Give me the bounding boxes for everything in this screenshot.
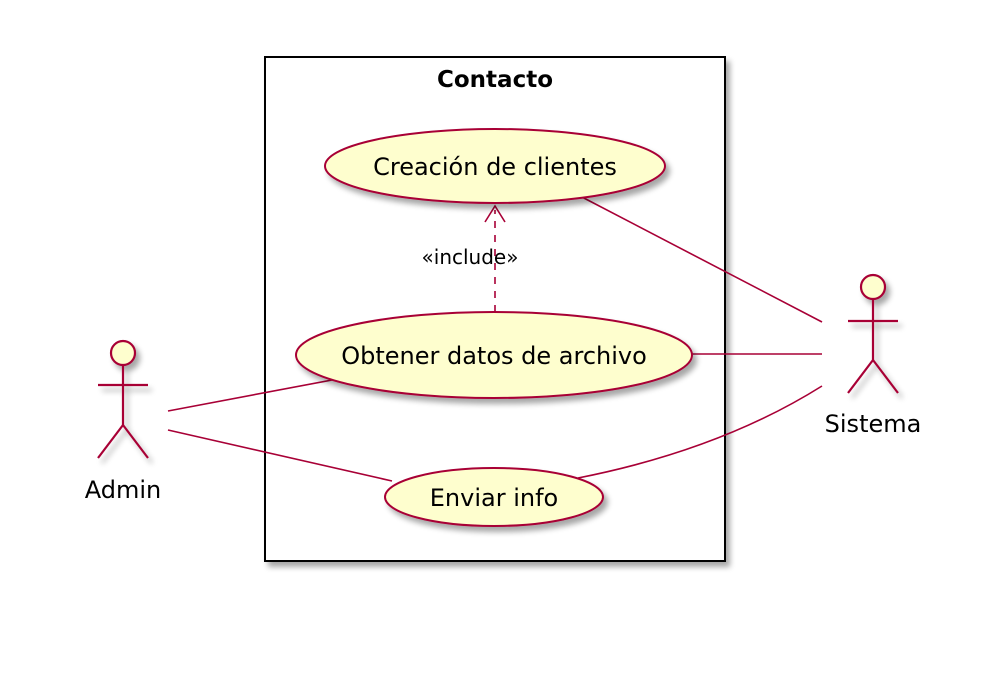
include-arrowhead (484, 204, 506, 223)
actor-label-sistema: Sistema (825, 410, 922, 438)
actor-label-admin: Admin (85, 476, 162, 504)
use-case-ellipse (295, 311, 693, 399)
use-case-ellipse (324, 128, 666, 204)
assoc-admin-enviar (167, 429, 393, 482)
include-label: «include» (422, 245, 519, 269)
use-case-label: Enviar info (430, 484, 558, 512)
boundary-title: Contacto (437, 67, 553, 93)
actor-admin[interactable] (97, 339, 149, 459)
use-case-enviar-info[interactable]: Enviar info (384, 467, 604, 527)
use-case-ellipse (384, 467, 604, 527)
assoc-admin-obtener (167, 379, 333, 412)
stick-figure-icon (97, 339, 149, 459)
assoc-creacion-sistema (579, 195, 823, 323)
actor-sistema[interactable] (847, 273, 899, 394)
include-relation: «include» (422, 204, 519, 312)
stick-figure-icon (847, 273, 899, 394)
use-case-creacion-de-clientes[interactable]: Creación de clientes (324, 128, 666, 204)
use-case-label: Obtener datos de archivo (341, 342, 647, 370)
assoc-enviar-sistema (577, 385, 823, 479)
use-case-label: Creación de clientes (373, 153, 617, 181)
use-case-obtener-datos-de-archivo[interactable]: Obtener datos de archivo (295, 311, 693, 399)
association-lines (167, 195, 823, 482)
